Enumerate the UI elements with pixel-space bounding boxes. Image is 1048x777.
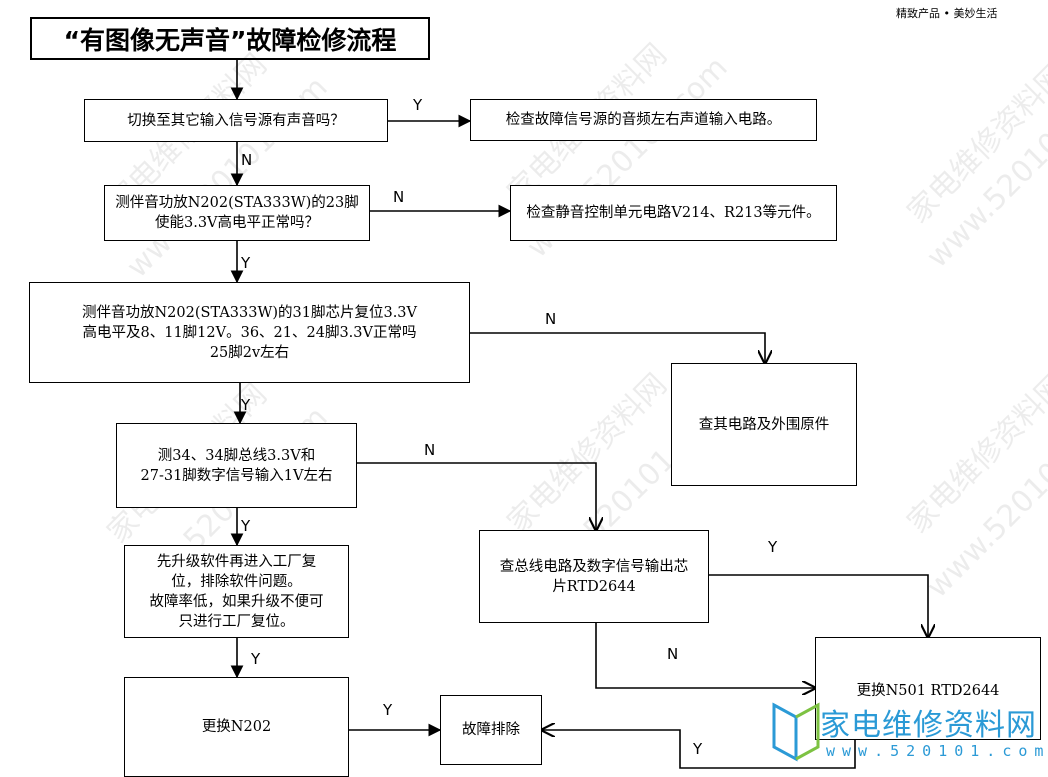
label-yes-q1: Y — [413, 96, 423, 114]
page-title: “有图像无声音”故障检修流程 — [30, 17, 430, 60]
action-a4-text: 查总线电路及数字信号输出芯 片RTD2644 — [499, 558, 689, 595]
label-yes-a4: Y — [768, 538, 778, 556]
connector-q4-a4 — [357, 462, 596, 530]
label-yes-q3: Y — [241, 396, 251, 414]
step-q4-box: 测34、34脚总线3.3V和 27-31脚数字信号输入1V左右 — [116, 423, 357, 508]
connector-q3-a3 — [470, 332, 765, 363]
site-logo-icon — [772, 702, 820, 762]
label-yes-r1: Y — [383, 701, 393, 719]
step-q2-text: 测伴音功放N202(STA333W)的23脚 使能3.3V高电平正常吗？ — [115, 195, 359, 231]
action-a3-box: 查其电路及外围原件 — [671, 363, 857, 486]
step-r1-text: 更换N202 — [201, 719, 272, 735]
label-no-a4: N — [667, 645, 679, 663]
label-yes-q2: Y — [241, 254, 251, 272]
step-s1-text: 先升级软件再进入工厂复 位，排除软件问题。 故障率低，如果升级不便可 只进行工厂… — [149, 553, 324, 630]
connector-a4-r2-yes — [708, 574, 928, 637]
action-a1-box: 检查故障信号源的音频左右声道输入电路。 — [470, 99, 817, 141]
result-done-text: 故障排除 — [462, 722, 520, 738]
label-no-q3: N — [545, 310, 557, 328]
action-a4-box: 查总线电路及数字信号输出芯 片RTD2644 — [479, 530, 709, 623]
action-a1-text: 检查故障信号源的音频左右声道输入电路。 — [505, 112, 782, 128]
step-q3-box: 测伴音功放N202(STA333W)的31脚芯片复位3.3V 高电平及8、11脚… — [29, 282, 470, 383]
step-r2-box: 更换N501 RTD2644 — [815, 637, 1041, 740]
connector-r2-done — [542, 730, 856, 769]
step-q1-text: 切换至其它输入信号源有声音吗？ — [127, 112, 345, 129]
label-yes-s1: Y — [251, 650, 261, 668]
label-no-q2: N — [393, 188, 405, 206]
label-no-q1: N — [241, 151, 253, 169]
logo-text: 家电维修资料网 — [820, 708, 1037, 743]
step-s1-box: 先升级软件再进入工厂复 位，排除软件问题。 故障率低，如果升级不便可 只进行工厂… — [124, 545, 349, 638]
action-a2-text: 检查静音控制单元电路V214、R213等元件。 — [526, 205, 821, 221]
step-r1-box: 更换N202 — [124, 677, 349, 777]
logo-url: www.520101.com — [826, 742, 1048, 760]
slogan: 精致产品 • 美妙生活 — [896, 7, 998, 20]
connector-a4-r2-no — [595, 622, 815, 688]
action-a2-box: 检查静音控制单元电路V214、R213等元件。 — [510, 185, 837, 241]
step-q3-text: 测伴音功放N202(STA333W)的31脚芯片复位3.3V 高电平及8、11脚… — [81, 304, 418, 361]
label-yes-q4: Y — [241, 517, 251, 535]
step-q1-box: 切换至其它输入信号源有声音吗？ — [84, 99, 388, 142]
label-no-q4: N — [424, 441, 436, 459]
step-r2-text: 更换N501 RTD2644 — [856, 683, 1000, 699]
label-yes-r2: Y — [693, 740, 703, 758]
step-q4-text: 测34、34脚总线3.3V和 27-31脚数字信号输入1V左右 — [140, 447, 333, 484]
action-a3-text: 查其电路及外围原件 — [698, 416, 830, 433]
step-q2-box: 测伴音功放N202(STA333W)的23脚 使能3.3V高电平正常吗？ — [104, 185, 370, 241]
result-done-box: 故障排除 — [440, 695, 542, 765]
